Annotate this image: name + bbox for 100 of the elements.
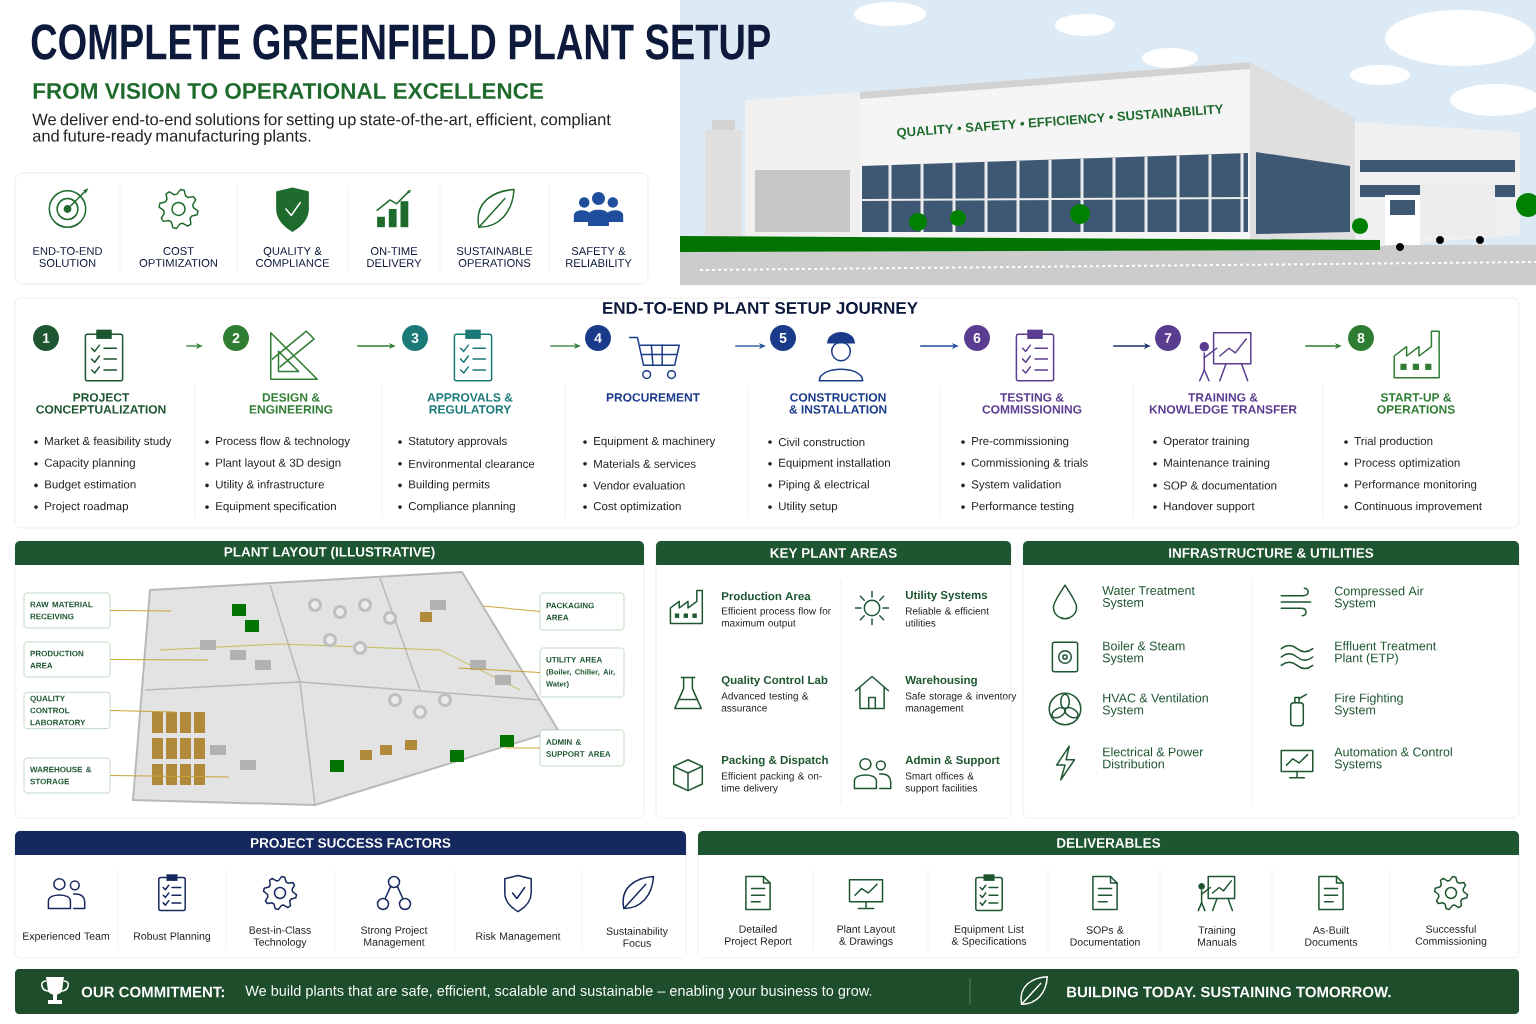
bullet-item: Cost optimization xyxy=(583,501,681,513)
bullet-item: Materials & services xyxy=(583,459,696,468)
area-label: RAW MATERIAL RECEIVING xyxy=(23,592,111,629)
factor-label: Best-in-Class Technology xyxy=(249,926,311,948)
utility-name: Water Treatment System xyxy=(1102,586,1195,610)
leader-line xyxy=(109,659,209,661)
feature-label: END-TO-END SOLUTION xyxy=(33,247,102,267)
area-description: Safe storage & inventory management xyxy=(905,692,1017,714)
utility-name: Electrical & Power Distribution xyxy=(1103,747,1204,769)
bullet-item: Trial production xyxy=(1344,436,1433,448)
facade-lettering: QUALITY • SAFETY • EFFICIENCY • SUSTAINABILITY xyxy=(897,104,1223,140)
factor-label: Strong Project Management xyxy=(361,926,428,948)
panel-header: DELIVERABLES xyxy=(698,831,1519,855)
intro-text: We deliver end-to-end solutions for setting up state-of-the-art, efficient, compliant and future-ready manufacturing plants. xyxy=(32,113,611,145)
deliverable-label: Detailed Project Report xyxy=(725,925,792,947)
area-label: PRODUCTION AREA xyxy=(23,641,111,678)
number-badge: 7 xyxy=(1155,325,1181,351)
bullet-item: Plant layout & 3D design xyxy=(205,458,341,470)
feature-label: SUSTAINABLE OPERATIONS xyxy=(456,247,533,267)
bullet-item: Equipment installation xyxy=(768,458,890,470)
deliverable-label: SOPs & Documentation xyxy=(1070,926,1140,946)
bullet-item: Civil construction xyxy=(768,437,865,447)
leader-line xyxy=(482,605,541,612)
utility-name: Boiler & Steam System xyxy=(1102,641,1185,665)
subtitle: FROM VISION TO OPERATIONAL EXCELLENCE xyxy=(33,83,544,99)
step-title: CONSTRUCTION & INSTALLATION xyxy=(789,393,887,414)
bullet-item: Utility setup xyxy=(768,501,838,513)
bullet-item: Piping & electrical xyxy=(768,480,869,491)
area-description: Advanced testing & assurance xyxy=(721,692,809,712)
area-label: ADMIN & SUPPORT AREA xyxy=(539,729,625,767)
feature-label: COST OPTIMIZATION xyxy=(139,247,217,267)
panel-header: KEY PLANT AREAS xyxy=(656,541,1011,565)
bullet-item: SOP & documentation xyxy=(1153,481,1277,490)
bullet-item: Statutory approvals xyxy=(398,436,507,448)
leader-line xyxy=(504,747,541,749)
step-title: PROJECT CONCEPTUALIZATION xyxy=(36,393,166,414)
utility-name: Compressed Air System xyxy=(1334,586,1424,610)
panel xyxy=(14,172,649,285)
factor-label: Sustainability Focus xyxy=(606,927,668,947)
step-title: DESIGN & ENGINEERING xyxy=(249,393,333,414)
leader-line xyxy=(457,667,541,673)
area-title: Admin & Support xyxy=(905,755,1000,767)
utility-name: Effluent Treatment Plant (ETP) xyxy=(1335,641,1437,665)
bullet-item: Process flow & technology xyxy=(205,436,351,448)
bullet-item: Utility & infrastructure xyxy=(205,480,324,491)
bullet-item: Environmental clearance xyxy=(398,459,535,468)
bullet-item: Building permits xyxy=(398,480,490,491)
bullet-item: Project roadmap xyxy=(34,501,129,513)
panel-header: PROJECT SUCCESS FACTORS xyxy=(15,831,686,855)
bullet-item: Pre-commissioning xyxy=(961,436,1069,448)
bullet-item: Handover support xyxy=(1153,501,1255,513)
area-title: Utility Systems xyxy=(905,590,988,602)
bullet-item: Operator training xyxy=(1153,436,1249,448)
area-title: Packing & Dispatch xyxy=(722,755,828,767)
area-description: Reliable & efficient utilities xyxy=(905,607,989,627)
deliverable-label: Plant Layout & Drawings xyxy=(837,925,896,947)
step-title: APPROVALS & REGULATORY xyxy=(427,393,513,414)
step-title: START-UP & OPERATIONS xyxy=(1377,393,1455,414)
bullet-item: Maintenance training xyxy=(1153,458,1270,470)
area-label: QUALITY CONTROL LABORATORY xyxy=(23,692,111,729)
bullet-item: Capacity planning xyxy=(34,458,135,470)
factor-label: Risk Management xyxy=(476,932,561,942)
step-title: TESTING & COMMISSIONING xyxy=(982,393,1082,414)
area-description: Efficient process flow for maximum output xyxy=(721,607,831,629)
bullet-item: Vendor evaluation xyxy=(583,481,685,490)
utility-name: HVAC & Ventilation System xyxy=(1102,693,1208,717)
deliverable-label: Equipment List & Specifications xyxy=(951,925,1027,947)
bullet-item: Process optimization xyxy=(1344,458,1460,470)
bullet-item: Equipment & machinery xyxy=(583,436,716,448)
deliverable-label: Successful Commissioning xyxy=(1415,925,1487,947)
bullet-item: Performance testing xyxy=(961,501,1074,513)
leader-line xyxy=(109,710,176,713)
bullet-item: Commissioning & trials xyxy=(961,458,1088,470)
number-badge: 5 xyxy=(770,325,796,351)
bullet-item: Performance monitoring xyxy=(1344,480,1477,491)
area-title: Warehousing xyxy=(905,675,977,687)
title: COMPLETE GREENFIELD PLANT SETUP xyxy=(31,24,770,60)
slogan: BUILDING TODAY. SUSTAINING TOMORROW. xyxy=(1067,986,1391,998)
deliverable-label: Training Manuals xyxy=(1198,926,1237,946)
number-badge: 6 xyxy=(964,325,990,351)
deliverable-label: As-Built Documents xyxy=(1305,926,1358,946)
bullet-item: Equipment specification xyxy=(205,501,336,513)
area-label: PACKAGING AREA xyxy=(539,592,625,631)
number-badge: 3 xyxy=(402,325,428,351)
area-label: WAREHOUSE & STORAGE xyxy=(23,757,111,794)
panel-header: INFRASTRUCTURE & UTILITIES xyxy=(1023,541,1519,565)
area-title: Production Area xyxy=(722,591,811,601)
panel xyxy=(14,297,1520,529)
factor-label: Robust Planning xyxy=(134,932,211,942)
bullet-item: Budget estimation xyxy=(34,480,136,491)
feature-label: SAFETY & RELIABILITY xyxy=(566,247,632,267)
area-description: Efficient packing & on-time delivery xyxy=(721,772,822,794)
area-description: Smart offices & support facilities xyxy=(905,772,978,794)
bullet-item: Continuous improvement xyxy=(1344,501,1482,513)
commitment-text: We build plants that are safe, efficient, scalable and sustainable – enabling your business to grow. xyxy=(245,985,872,999)
commitment-heading: OUR COMMITMENT: xyxy=(81,986,224,998)
number-badge: 1 xyxy=(33,325,59,351)
step-title: TRAINING & KNOWLEDGE TRANSFER xyxy=(1149,393,1297,414)
area-title: Quality Control Lab xyxy=(721,675,828,687)
factor-label: Experienced Team xyxy=(23,932,109,942)
